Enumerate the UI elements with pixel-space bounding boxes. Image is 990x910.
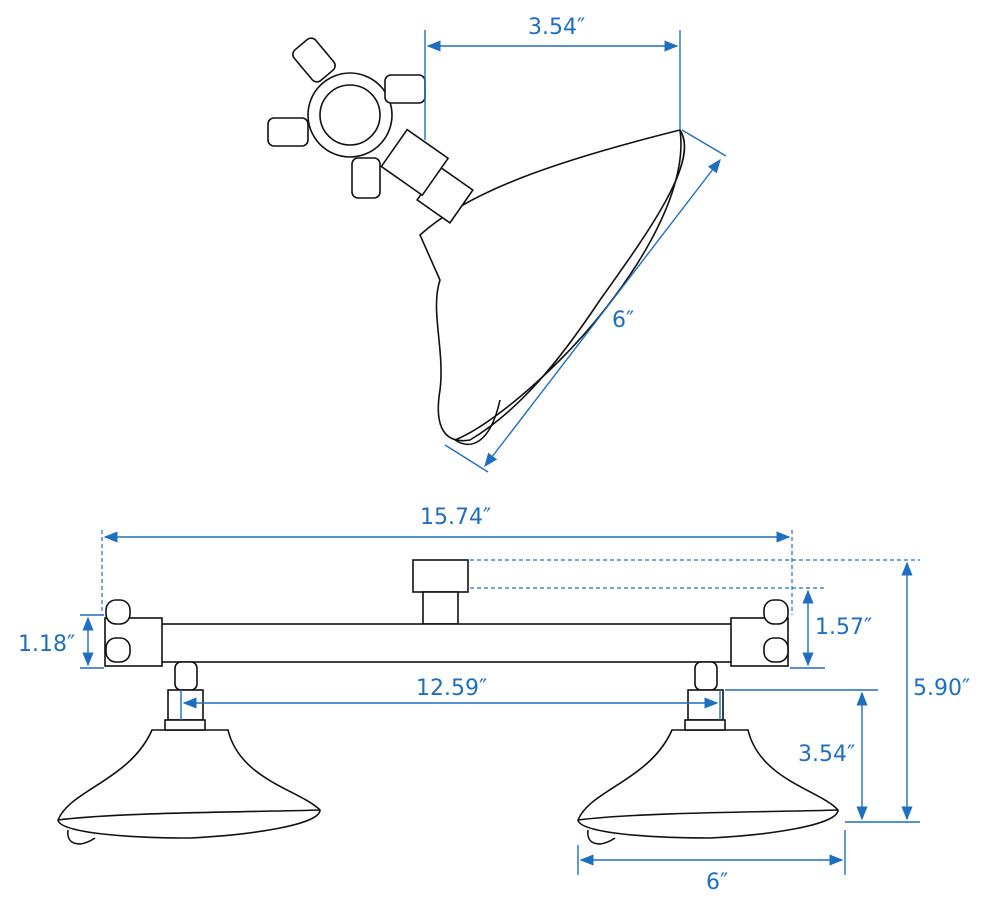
front-view-arm — [104, 559, 789, 721]
top-offset-label: 3.54″ — [528, 15, 586, 40]
top-view-dimensions — [424, 30, 727, 473]
front-view-head-left — [57, 719, 321, 845]
total-width-label: 15.74″ — [420, 505, 492, 530]
head-diameter-label: 6″ — [706, 870, 729, 895]
head-height-label: 3.54″ — [798, 742, 856, 767]
top-diameter-label: 6″ — [612, 308, 635, 333]
front-view-head-right — [577, 719, 839, 845]
arm-height-label: 1.57″ — [815, 615, 873, 640]
head-spacing-label: 12.59″ — [416, 676, 488, 701]
total-height-label: 5.90″ — [913, 676, 971, 701]
top-view-shower-head — [267, 37, 686, 446]
end-block-height-label: 1.18″ — [18, 632, 76, 657]
front-view-dimensions — [80, 530, 920, 875]
